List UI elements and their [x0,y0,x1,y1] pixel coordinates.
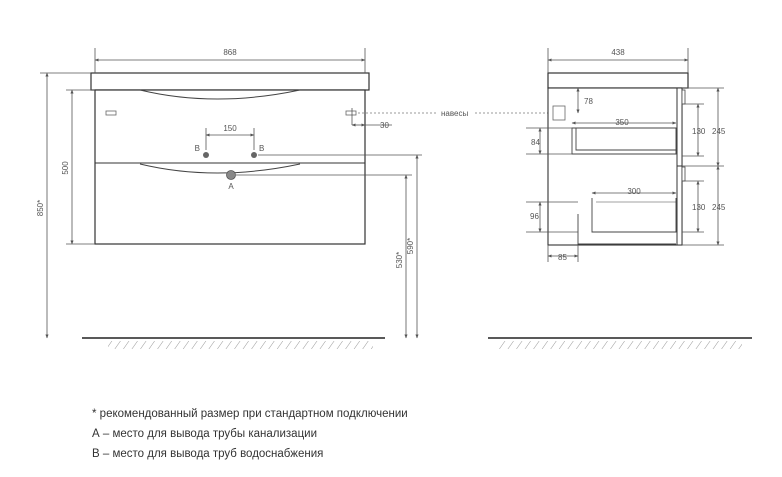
hinge-icon-right [345,110,357,116]
drain-point-label: A [228,182,234,191]
supply-point-left-label: B [195,144,200,153]
supply-height-label: 590* [406,238,415,254]
note-recommended: * рекомендованный размер при стандартном… [92,408,408,420]
lower-drawer-height-label: 96 [530,212,539,221]
upper-drawer [571,127,677,155]
lower-facade [676,165,683,246]
sink-bowl-curve [139,89,301,100]
upper-facade [676,87,683,167]
hinge-icon-left [105,110,117,116]
lower-section-label: 245 [712,203,726,212]
supply-pipe-right [251,152,257,158]
pipe-spacing-label: 150 [223,124,237,133]
countertop [90,72,370,91]
top-block-height-label: 500 [61,161,70,175]
total-height-label: 850* [36,200,45,216]
hinge-callout: навесы [358,109,548,118]
lower-front-label: 130 [692,203,706,212]
supply-pipe-left [203,152,209,158]
note-drain: А – место для вывода трубы канализации [92,428,318,440]
notes: * рекомендованный размер при стандартном… [92,404,408,464]
side-countertop [547,72,689,89]
lower-drawer-curve [139,163,301,174]
floor-side [488,337,752,349]
lower-drawer-depth-label: 300 [627,187,641,196]
front-view: 30 868 850* 500 150 B B A 530* [36,48,422,349]
side-hinge [552,105,566,121]
drain-height-label: 530* [395,252,404,268]
cabinet-body [94,89,366,245]
hinge-offset-label: 30 [380,121,389,130]
floor-front [82,337,385,349]
callout-label: навесы [441,109,468,118]
upper-drawer-height-label: 84 [531,138,540,147]
drain-pipe [226,170,236,180]
note-supply: В – место для вывода труб водоснабжения [92,448,324,460]
upper-drawer-depth-label: 350 [615,118,629,127]
lower-drawer [591,198,677,233]
depth-label: 438 [611,48,625,57]
side-view: 438 78 350 84 300 96 85 130 24 [488,48,752,349]
upper-front-label: 130 [692,127,706,136]
supply-point-right-label: B [259,144,264,153]
hinge-height-label: 78 [584,97,593,106]
side-body [547,87,683,246]
upper-section-label: 245 [712,127,726,136]
bottom-offset-label: 85 [558,253,567,262]
width-label: 868 [223,48,237,57]
